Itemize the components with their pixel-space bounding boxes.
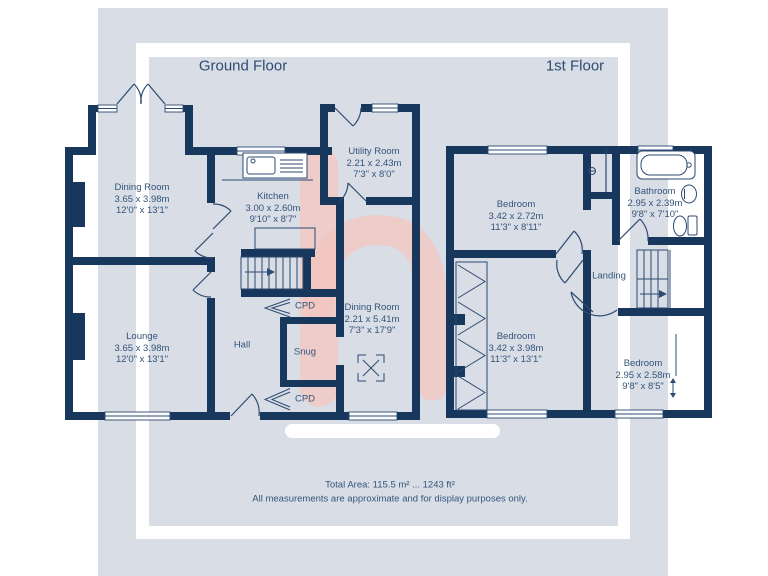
room-label-kitchen: Kitchen 3.00 x 2.60m 9'10" x 8'7"	[245, 190, 301, 225]
chimney-breast	[73, 182, 85, 227]
stairs-icon	[636, 249, 671, 309]
ground-floor-plan	[65, 83, 420, 421]
ground-floor-title: Ground Floor	[198, 57, 288, 75]
room-label-dining-rear: Dining Room 2.21 x 5.41m 7'3" x 17'9"	[344, 301, 400, 336]
room-label-bedroom-front: Bedroom 3.42 x 2.72m 11'3" x 8'11"	[488, 198, 544, 233]
room-label-landing: Landing	[592, 270, 626, 282]
wardrobe-icon	[455, 261, 488, 411]
toilet-icon	[673, 215, 698, 237]
first-floor-title: 1st Floor	[545, 57, 605, 75]
room-label-cpd-upper: CPD	[294, 300, 316, 312]
room-label-utility: Utility Room 2.21 x 2.43m 7'3" x 8'0"	[346, 145, 402, 180]
stairs-icon	[240, 256, 304, 290]
fireplace-icon	[357, 354, 385, 382]
first-floor-plan	[446, 145, 712, 419]
room-label-bathroom: Bathroom 2.95 x 2.39m 9'8" x 7'10"	[627, 185, 683, 220]
basin-icon	[681, 184, 697, 204]
room-label-bedroom-rear: Bedroom 3.42 x 3.98m 11'3" x 13'1"	[488, 330, 544, 365]
door-swing	[555, 150, 649, 317]
room-label-hall: Hall	[233, 339, 251, 351]
chimney-breast	[73, 313, 85, 360]
room-label-snug: Snug	[293, 346, 317, 358]
room-label-dining-front: Dining Room 3.65 x 3.98m 12'0" x 13'1"	[114, 181, 170, 216]
room-label-bedroom-small: Bedroom 2.95 x 2.58m 9'8" x 8'5"	[615, 357, 671, 392]
room-label-cpd-lower: CPD	[294, 393, 316, 405]
door-swing	[116, 83, 367, 417]
cylinder-icon	[588, 167, 596, 175]
sink-icon	[222, 152, 313, 181]
cupboard-door-icon	[263, 298, 291, 411]
window-icon	[97, 103, 399, 421]
bath-icon	[636, 150, 696, 180]
inner-panel	[149, 57, 618, 526]
room-label-lounge: Lounge 3.65 x 3.98m 12'0" x 13'1"	[114, 330, 170, 365]
disclaimer-text: All measurements are approximate and for…	[252, 493, 528, 505]
total-area-text: Total Area: 115.5 m² ... 1243 ft²	[325, 479, 455, 491]
headroom-arrow-icon	[670, 334, 677, 398]
watermark-underline	[285, 424, 500, 438]
first-floor-walls	[446, 146, 712, 418]
ground-floor-walls	[65, 104, 420, 420]
kitchen-counter	[254, 227, 316, 250]
